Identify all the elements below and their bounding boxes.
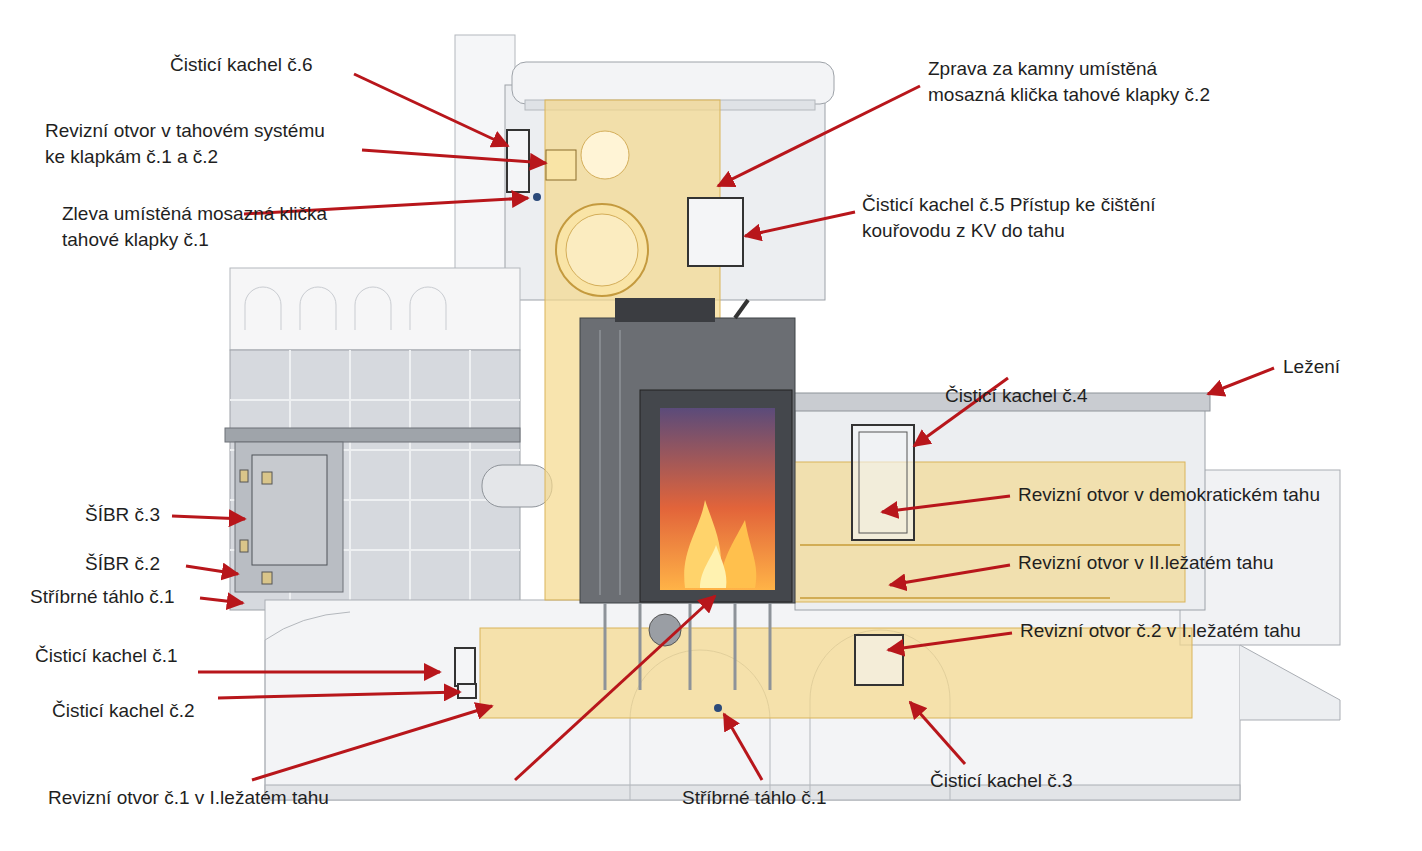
callout-label: Revizní otvor v demokratickém tahu	[1018, 482, 1320, 508]
callout-label: Čisticí kachel č.6	[170, 52, 313, 78]
callout-label: Stříbrné táhlo č.1	[682, 785, 827, 811]
callout-label: Revizní otvor v tahovém systému ke klapk…	[45, 118, 331, 170]
callout-label: ŠÍBR č.2	[85, 551, 160, 577]
callout-label: Ležení	[1283, 354, 1340, 380]
callout-label: Čisticí kachel č.1	[35, 643, 178, 669]
callout-label: Revizní otvor č.1 v I.ležatém tahu	[48, 785, 329, 811]
callout-label: Revizní otvor č.2 v I.ležatém tahu	[1020, 618, 1301, 644]
callout-label: Čisticí kachel č.5 Přístup ke čištění ko…	[862, 192, 1222, 244]
callout-label: Revizní otvor v II.ležatém tahu	[1018, 550, 1274, 576]
callout-label: Zleva umístěná mosazná klička tahové kla…	[62, 201, 350, 253]
callout-label: Čisticí kachel č.2	[52, 698, 195, 724]
callout-label: Zprava za kamny umístěná mosazná klička …	[928, 56, 1216, 108]
callout-label: Stříbrné táhlo č.1	[30, 584, 175, 610]
callout-label: ŠÍBR č.3	[85, 502, 160, 528]
callout-label: Čisticí kachel č.4	[945, 383, 1088, 409]
callout-label: Čisticí kachel č.3	[930, 768, 1073, 794]
